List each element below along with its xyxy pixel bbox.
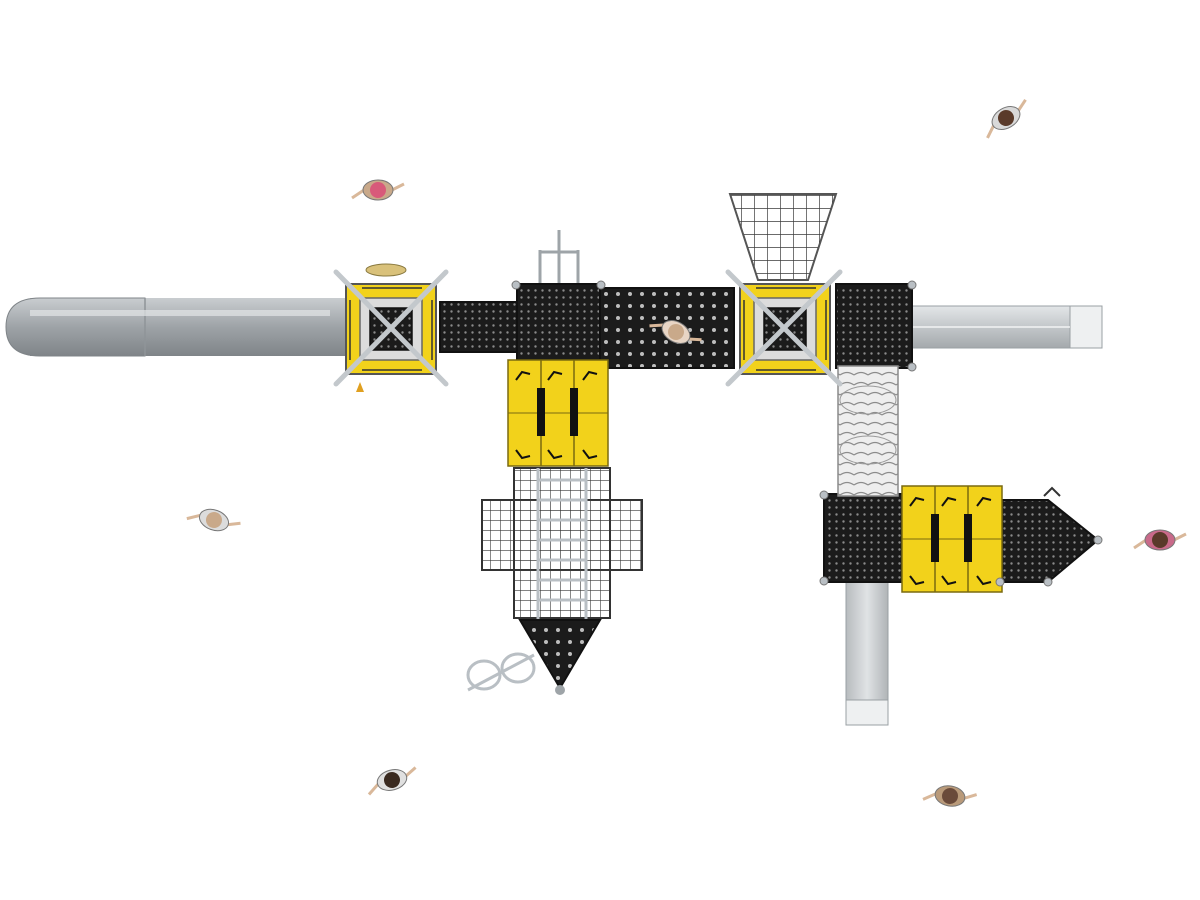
straight-slide-right: [905, 305, 1103, 349]
arrow-platform: [999, 486, 1100, 583]
person-left: [186, 508, 241, 532]
cargo-net-climber: [481, 467, 643, 619]
person-bottom-right: [922, 785, 978, 807]
tunnel-tube: [837, 365, 899, 497]
ladder-climber: [536, 468, 588, 620]
music-panels-upper: [507, 359, 609, 467]
straight-slide-bottom: [845, 579, 889, 726]
tube-slide-left: [5, 297, 350, 357]
person-right: [1133, 529, 1187, 551]
spiral-climber: [466, 652, 536, 692]
triangle-platform: [518, 619, 602, 695]
tower-left: [333, 263, 449, 392]
person-on-bridge: [649, 320, 702, 344]
music-note-icon: [515, 370, 598, 460]
tower-right: [725, 269, 843, 387]
person-bottom-left: [367, 766, 417, 796]
top-frame: [538, 230, 580, 286]
figures: [186, 98, 1187, 807]
person-top-right: [986, 98, 1027, 139]
music-panels-lower: [901, 485, 1003, 593]
post-caps: [511, 280, 1103, 587]
music-note-icon: [909, 496, 992, 586]
trapezoid-net: [728, 193, 838, 281]
person-upper-left: [351, 179, 405, 201]
